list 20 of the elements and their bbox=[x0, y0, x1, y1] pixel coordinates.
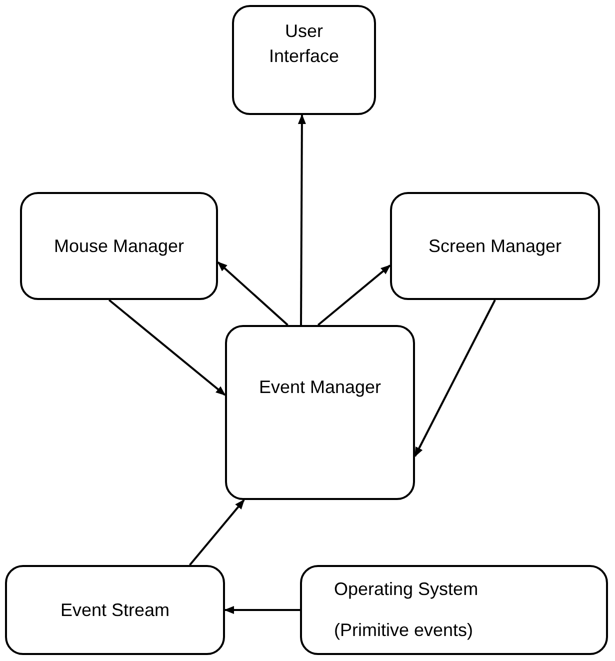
box-label: Operating System bbox=[334, 578, 478, 602]
process-box bbox=[390, 192, 600, 300]
arrow bbox=[414, 300, 496, 458]
box-label: (Primitive events) bbox=[334, 619, 474, 642]
process-box bbox=[5, 565, 225, 655]
process-box bbox=[20, 192, 218, 300]
process-box bbox=[225, 325, 415, 500]
box-label: Mouse Manager bbox=[54, 234, 184, 258]
arrow bbox=[189, 499, 245, 566]
arrow bbox=[108, 299, 226, 396]
arrow bbox=[298, 114, 306, 325]
arrow bbox=[217, 261, 288, 326]
process-box bbox=[232, 5, 376, 115]
box-label: Event Manager bbox=[258, 376, 382, 399]
arrow bbox=[317, 264, 391, 326]
arrow bbox=[224, 606, 300, 614]
process-box bbox=[300, 565, 608, 655]
box-label: User Interface bbox=[268, 20, 340, 68]
box-label: Screen Manager bbox=[428, 234, 562, 258]
box-label: Event Stream bbox=[60, 598, 170, 622]
